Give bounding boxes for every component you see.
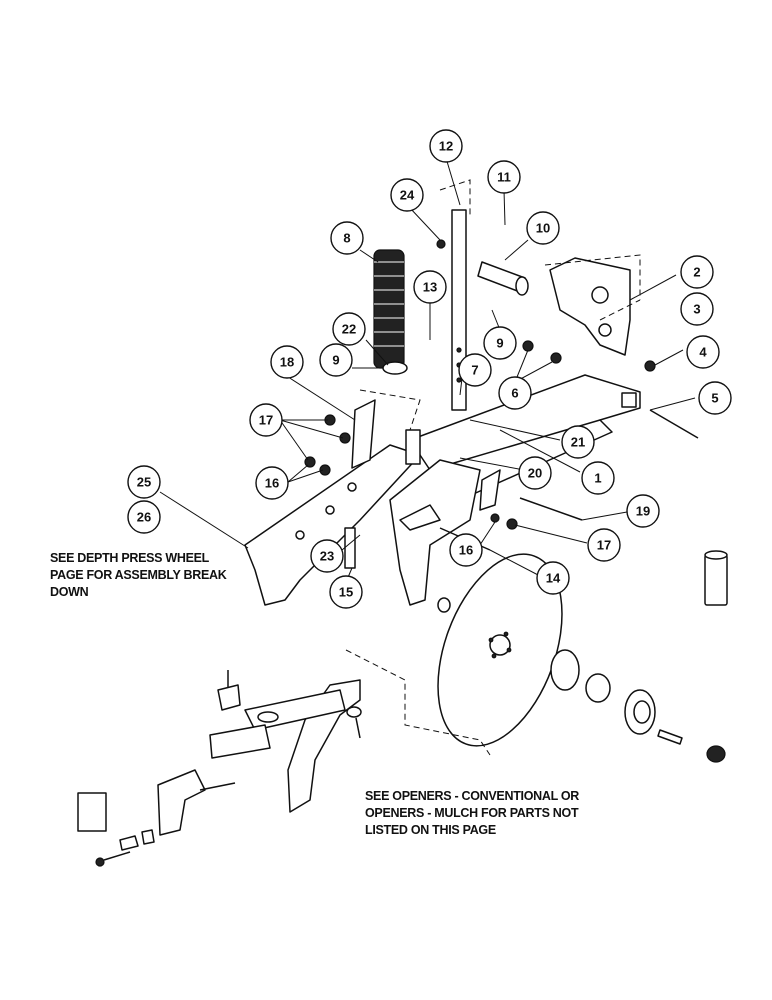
- svg-text:4: 4: [699, 345, 707, 360]
- callout-16-left: 16: [255, 466, 289, 500]
- callout-10: 10: [526, 211, 560, 245]
- svg-text:14: 14: [546, 571, 561, 586]
- callout-25: 25: [127, 465, 161, 499]
- callout-20: 20: [518, 456, 552, 490]
- callout-9-left: 9: [319, 343, 353, 377]
- svg-text:17: 17: [259, 413, 273, 428]
- svg-text:1: 1: [594, 471, 601, 486]
- svg-text:16: 16: [459, 543, 473, 558]
- svg-text:26: 26: [137, 510, 151, 525]
- svg-text:12: 12: [439, 139, 453, 154]
- svg-text:24: 24: [400, 188, 415, 203]
- callout-9-right: 9: [483, 326, 517, 360]
- callout-17-left: 17: [249, 403, 283, 437]
- disc-opener: [437, 553, 726, 763]
- callout-15: 15: [329, 575, 363, 609]
- svg-text:6: 6: [511, 386, 518, 401]
- svg-text:21: 21: [571, 435, 585, 450]
- callout-2: 2: [680, 255, 714, 289]
- callout-12: 12: [429, 129, 463, 163]
- left-shank: [244, 444, 421, 606]
- callout-22: 22: [332, 312, 366, 346]
- svg-text:18: 18: [280, 355, 294, 370]
- callout-16-right: 16: [449, 533, 483, 567]
- note-line: LISTED ON THIS PAGE: [365, 823, 496, 837]
- svg-text:16: 16: [265, 476, 279, 491]
- leader-lines: [159, 157, 696, 583]
- svg-text:22: 22: [342, 322, 356, 337]
- svg-text:2: 2: [693, 265, 700, 280]
- svg-text:10: 10: [536, 221, 550, 236]
- callout-14: 14: [536, 561, 570, 595]
- svg-text:13: 13: [423, 280, 437, 295]
- svg-text:20: 20: [528, 466, 542, 481]
- callout-11: 11: [487, 160, 521, 194]
- svg-text:9: 9: [496, 336, 503, 351]
- svg-text:3: 3: [693, 302, 700, 317]
- svg-text:11: 11: [497, 170, 511, 185]
- note-line: OPENERS - MULCH FOR PARTS NOT: [365, 806, 579, 820]
- dashed-groupings: [345, 179, 641, 756]
- callout-6: 6: [498, 376, 532, 410]
- svg-text:7: 7: [471, 363, 478, 378]
- svg-text:15: 15: [339, 585, 353, 600]
- hardware: [304, 239, 699, 569]
- callout-13: 13: [413, 270, 447, 304]
- callout-23: 23: [310, 539, 344, 573]
- note-line: DOWN: [50, 585, 89, 599]
- opener-shank: [77, 670, 362, 867]
- callout-7: 7: [458, 353, 492, 387]
- note-openers: SEE OPENERS - CONVENTIONAL OR OPENERS - …: [365, 788, 625, 839]
- callout-4: 4: [686, 335, 720, 369]
- callout-3: 3: [680, 292, 714, 326]
- callout-17-right: 17: [587, 528, 621, 562]
- svg-text:8: 8: [343, 231, 350, 246]
- svg-text:23: 23: [320, 549, 334, 564]
- svg-text:19: 19: [636, 504, 650, 519]
- callout-18: 18: [270, 345, 304, 379]
- callout-21: 21: [561, 425, 595, 459]
- note-line: SEE DEPTH PRESS WHEEL: [50, 551, 210, 565]
- svg-text:5: 5: [711, 391, 718, 406]
- svg-text:17: 17: [597, 538, 611, 553]
- callout-26: 26: [127, 500, 161, 534]
- note-depth-press-wheel: SEE DEPTH PRESS WHEEL PAGE FOR ASSEMBLY …: [50, 550, 290, 601]
- callout-1: 1: [581, 461, 615, 495]
- callout-19: 19: [626, 494, 660, 528]
- center-shank: [389, 459, 481, 606]
- callout-24: 24: [390, 178, 424, 212]
- spring: [373, 249, 405, 369]
- seed-tube: [704, 550, 728, 606]
- mount-bracket: [549, 257, 631, 356]
- pivot-pin: [477, 261, 529, 296]
- svg-text:9: 9: [332, 353, 339, 368]
- svg-text:25: 25: [137, 475, 151, 490]
- note-line: PAGE FOR ASSEMBLY BREAK: [50, 568, 227, 582]
- callout-5: 5: [698, 381, 732, 415]
- callout-8: 8: [330, 221, 364, 255]
- note-line: SEE OPENERS - CONVENTIONAL OR: [365, 789, 580, 803]
